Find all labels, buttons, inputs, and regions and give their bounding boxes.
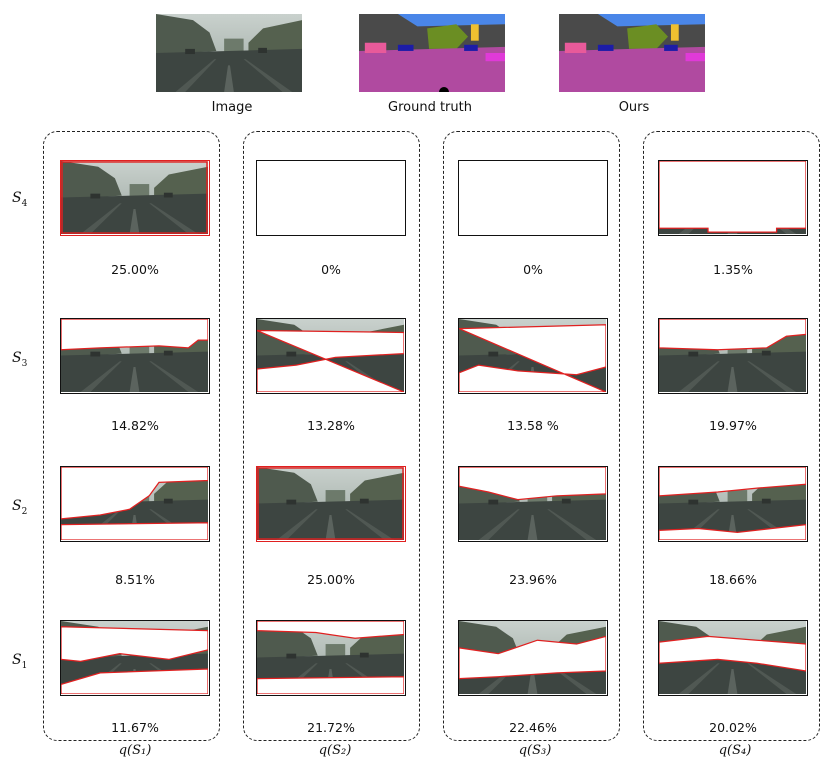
- group-box-1: [43, 131, 220, 741]
- group-label-3: q(S₃): [518, 743, 552, 758]
- mask-thumbnail-g2-s2: [256, 466, 406, 542]
- ours-caption: Ours: [618, 100, 650, 115]
- mask-thumbnail-g2-s1: [256, 620, 406, 696]
- group-label-4: q(S₄): [718, 743, 752, 758]
- input-image: [156, 14, 302, 92]
- group-box-4: [643, 131, 820, 741]
- mask-thumbnail-g3-s2: [458, 466, 608, 542]
- percent-g4-s1: 20.02%: [709, 720, 757, 735]
- percent-g2-s4: 0%: [321, 262, 341, 277]
- mask-thumbnail-g4-s2: [658, 466, 808, 542]
- group-label-1: q(S₁): [118, 743, 152, 758]
- input-image-caption: Image: [211, 100, 253, 115]
- mask-thumbnail-g3-s1: [458, 620, 608, 696]
- group-box-2: [243, 131, 420, 741]
- group-box-3: [443, 131, 620, 741]
- percent-g4-s3: 19.97%: [709, 418, 757, 433]
- ground-truth-image: [359, 14, 505, 92]
- percent-g1-s4: 25.00%: [111, 262, 159, 277]
- percent-g4-s2: 18.66%: [709, 572, 757, 587]
- percent-g2-s3: 13.28%: [307, 418, 355, 433]
- percent-g3-s2: 23.96%: [509, 572, 557, 587]
- mask-thumbnail-g4-s1: [658, 620, 808, 696]
- mask-thumbnail-g1-s3: [60, 318, 210, 394]
- percent-g2-s2: 25.00%: [307, 572, 355, 587]
- mask-thumbnail-g2-s3: [256, 318, 406, 394]
- percent-g2-s1: 21.72%: [307, 720, 355, 735]
- percent-g1-s3: 14.82%: [111, 418, 159, 433]
- mask-thumbnail-g3-s3: [458, 318, 608, 394]
- percent-g3-s4: 0%: [523, 262, 543, 277]
- mask-thumbnail-g4-s4: [658, 160, 808, 236]
- mask-thumbnail-g1-s2: [60, 466, 210, 542]
- row-label-s1: S1: [12, 652, 28, 671]
- group-label-2: q(S₂): [318, 743, 352, 758]
- percent-g3-s1: 22.46%: [509, 720, 557, 735]
- mask-thumbnail-g4-s3: [658, 318, 808, 394]
- ground-truth-caption: Ground truth: [388, 100, 472, 115]
- percent-g1-s2: 8.51%: [115, 572, 155, 587]
- ours-image: [559, 14, 705, 92]
- mask-thumbnail-g1-s4: [60, 160, 210, 236]
- row-label-s2: S2: [12, 498, 28, 517]
- percent-g4-s4: 1.35%: [713, 262, 753, 277]
- percent-g1-s1: 11.67%: [111, 720, 159, 735]
- mask-thumbnail-g2-s4: [256, 160, 406, 236]
- mask-thumbnail-g3-s4: [458, 160, 608, 236]
- mask-thumbnail-g1-s1: [60, 620, 210, 696]
- percent-g3-s3: 13.58 %: [507, 418, 559, 433]
- row-label-s3: S3: [12, 350, 28, 369]
- row-label-s4: S4: [12, 190, 28, 209]
